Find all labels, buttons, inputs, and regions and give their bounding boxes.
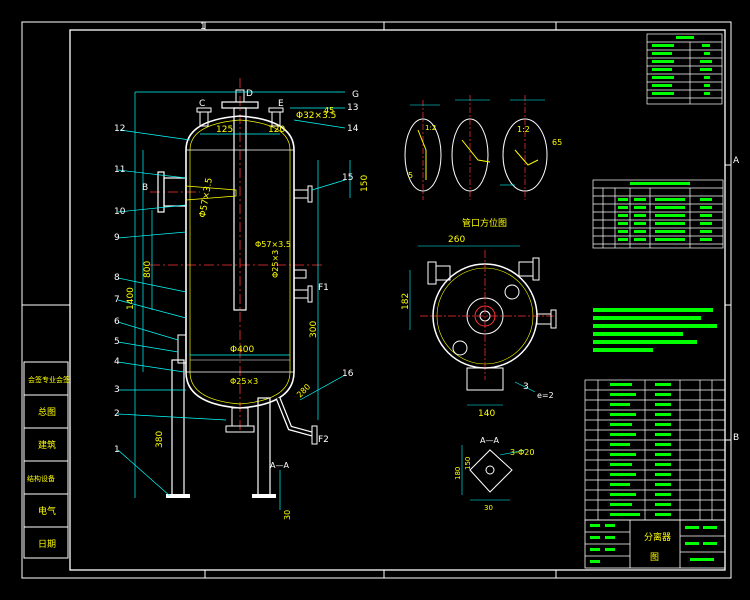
dim-380: 380 bbox=[155, 431, 165, 448]
zone-label-b: B bbox=[733, 433, 739, 443]
nozzle-e: E bbox=[278, 99, 284, 109]
detail-ratio-1: 1:2 bbox=[517, 125, 530, 134]
dim-pipe-mid: Φ57×3.5 bbox=[255, 240, 291, 249]
part-8: 8 bbox=[114, 273, 120, 283]
nozzle-g: G bbox=[352, 90, 359, 100]
dim-120: 120 bbox=[268, 125, 285, 135]
part-4: 4 bbox=[114, 357, 120, 367]
part-9: 9 bbox=[114, 233, 120, 243]
part-7: 7 bbox=[114, 295, 120, 305]
dim-pipe-f1: Φ25×3 bbox=[271, 250, 280, 278]
section-aa-label: A—A bbox=[480, 436, 499, 445]
bill-of-materials bbox=[584, 379, 726, 521]
part-3: 3 bbox=[114, 385, 120, 395]
part-5: 5 bbox=[114, 337, 120, 347]
nozzle-b: B bbox=[142, 183, 148, 193]
part-1: 1 bbox=[114, 445, 120, 455]
top-detail-views: 1:2 1:2 65 5 bbox=[404, 95, 562, 200]
part-2: 2 bbox=[114, 409, 120, 419]
detail-ratio-2: 1:2 bbox=[425, 124, 436, 132]
part-13: 13 bbox=[347, 103, 358, 113]
nozzle-f1: F1 bbox=[318, 283, 329, 293]
dim-800: 800 bbox=[143, 261, 153, 278]
section-30: 30 bbox=[484, 504, 493, 512]
dim-125: 125 bbox=[216, 125, 233, 135]
nozzle-d: D bbox=[246, 89, 253, 99]
orient-260: 260 bbox=[448, 235, 465, 245]
orient-leader-3: 3 bbox=[523, 382, 529, 392]
dim-1400: 1400 bbox=[126, 287, 136, 310]
zone-label-a: A bbox=[733, 156, 740, 166]
nozzle-c: C bbox=[199, 99, 205, 109]
design-data-cells bbox=[652, 36, 712, 95]
stamp-2: 总图 bbox=[38, 406, 56, 418]
section-180: 180 bbox=[454, 467, 462, 480]
dim-45: 45 bbox=[324, 106, 334, 115]
part-11: 11 bbox=[114, 165, 125, 175]
orientation-title: 管口方位图 bbox=[462, 217, 507, 229]
part-12: 12 bbox=[114, 124, 125, 134]
section-aa-view: A—A 3-Φ20 150 180 30 bbox=[454, 436, 534, 512]
vessel-elevation: 12 11 10 9 8 7 6 5 4 3 2 1 13 14 15 16 C… bbox=[114, 78, 370, 520]
orient-182: 182 bbox=[401, 293, 411, 310]
part-16: 16 bbox=[342, 369, 354, 379]
zone-label-top: 1 bbox=[200, 22, 206, 32]
title-block bbox=[584, 519, 726, 569]
orient-140: 140 bbox=[478, 409, 495, 419]
section-150: 150 bbox=[464, 457, 472, 470]
technical-notes bbox=[593, 308, 717, 352]
title-block-cells bbox=[590, 524, 717, 563]
inner-border bbox=[69, 29, 726, 571]
dim-pipe-top: Φ32×3.5 bbox=[296, 111, 336, 121]
dim-dia400: Φ400 bbox=[230, 345, 255, 355]
nozzle-table bbox=[592, 179, 724, 249]
section-leader: 3-Φ20 bbox=[510, 448, 534, 457]
detail-5: 5 bbox=[408, 171, 413, 180]
part-15: 15 bbox=[342, 173, 353, 183]
dim-150: 150 bbox=[360, 175, 370, 192]
stamp-1: 会签专业会签 bbox=[28, 375, 70, 384]
dim-300: 300 bbox=[309, 321, 319, 338]
detail-65: 65 bbox=[552, 138, 562, 147]
orient-leader-e2: e=2 bbox=[537, 391, 554, 400]
part-14: 14 bbox=[347, 124, 359, 134]
part-6: 6 bbox=[114, 317, 120, 327]
left-stamp: 会签专业会签 总图 建筑 结构设备 电气 日期 bbox=[23, 361, 70, 559]
title-name: 分离器 bbox=[644, 531, 671, 543]
dim-pipe-bottom: Φ25×3 bbox=[230, 377, 258, 386]
bom-cells bbox=[610, 383, 671, 516]
outer-border bbox=[21, 21, 732, 579]
title-sub: 图 bbox=[650, 552, 659, 563]
design-data-table bbox=[646, 33, 723, 105]
dim-280: 280 bbox=[295, 382, 312, 399]
stamp-3: 建筑 bbox=[38, 439, 56, 451]
stamp-5: 电气 bbox=[38, 505, 56, 517]
part-10: 10 bbox=[114, 207, 126, 217]
stamp-6: 日期 bbox=[38, 539, 56, 550]
nozzle-f2: F2 bbox=[318, 435, 329, 445]
nozzle-orientation-view: 管口方位图 260 182 140 3 e=2 bbox=[401, 217, 557, 419]
dim-30: 30 bbox=[283, 510, 292, 520]
nozzle-table-cells bbox=[618, 182, 712, 241]
stamp-4: 结构设备 bbox=[27, 474, 55, 483]
section-mark-aa: A—A bbox=[270, 461, 289, 470]
